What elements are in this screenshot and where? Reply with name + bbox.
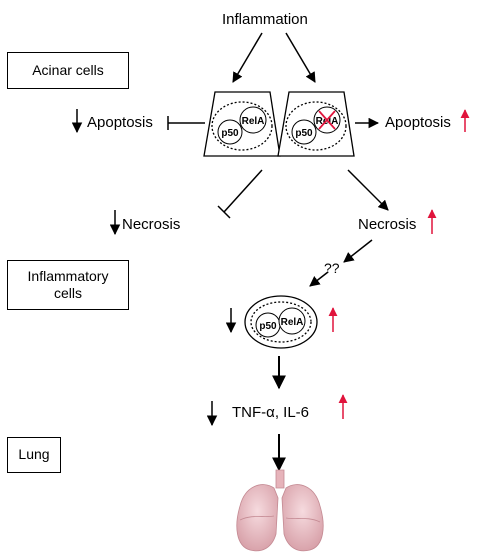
apoptosis-increase-label: Apoptosis	[385, 114, 451, 131]
p50-text-wildtype: p50	[221, 128, 239, 139]
arrow-inflammation-to-ko-cell	[285, 32, 316, 83]
inhibit-line-necrosis	[223, 169, 263, 213]
rela-text-wildtype: RelA	[242, 116, 265, 127]
arrow-necrosis-to-unknown	[343, 239, 373, 263]
necrosis-decrease-label: Necrosis	[122, 216, 181, 233]
arrow-to-necrosis-right	[347, 169, 389, 211]
stage-label-inflammatory-text: Inflammatory cells	[28, 268, 109, 303]
stage-label-inflammatory-line2: cells	[53, 285, 82, 301]
stage-label-inflammatory-line1: Inflammatory	[27, 267, 109, 284]
inflammatory-cell-membrane	[244, 295, 318, 349]
p50-circle-wildtype	[217, 119, 243, 145]
trachea	[275, 469, 285, 489]
unknown-link-label: ??	[324, 260, 340, 276]
lung-fissure-left	[285, 517, 321, 523]
rela-deletion-mark-2	[318, 110, 336, 130]
p50-circle-ko	[291, 119, 317, 145]
inflammatory-cell-nucleus	[250, 301, 312, 343]
arrow-unknown-to-inflammatory	[309, 271, 329, 287]
stage-label-acinar: Acinar cells	[7, 52, 129, 89]
inhibit-bar-necrosis	[217, 205, 231, 219]
rela-text-inflammatory: RelA	[281, 317, 304, 328]
lung-fissure-right	[239, 515, 275, 521]
rela-circle-wildtype	[239, 106, 267, 134]
rela-circle-inflammatory	[278, 307, 306, 335]
stage-label-inflammatory: Inflammatory cells	[7, 260, 129, 310]
stage-label-lung: Lung	[7, 437, 61, 473]
lung-illustration	[236, 469, 324, 552]
necrosis-increase-label: Necrosis	[358, 216, 417, 233]
rela-text-ko: RelA	[316, 116, 339, 127]
p50-text-ko: p50	[295, 128, 313, 139]
cytokines-label: TNF-α, IL-6	[232, 404, 310, 421]
nucleus-wildtype	[211, 101, 273, 151]
lung-left-lobe	[281, 484, 324, 552]
lung-right-lobe	[236, 484, 279, 552]
inflammation-title: Inflammation	[222, 11, 308, 28]
arrow-inflammation-to-wt-cell	[232, 32, 263, 83]
p50-text-inflammatory: p50	[259, 321, 277, 332]
nucleus-rela-deficient	[285, 101, 347, 151]
apoptosis-decrease-label: Apoptosis	[87, 114, 153, 131]
